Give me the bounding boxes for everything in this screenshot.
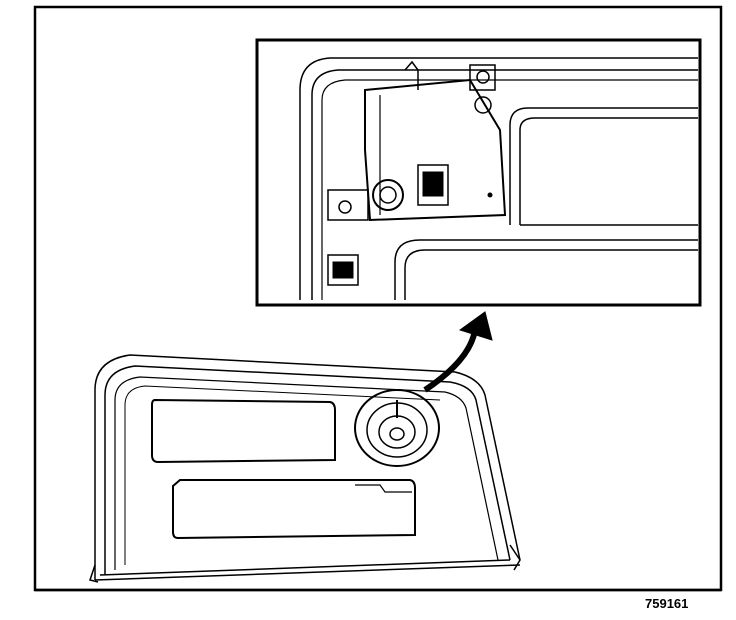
detail-inset: [255, 38, 702, 307]
figure-number: 759161: [645, 596, 689, 611]
arrow-pointer: [423, 311, 493, 393]
instrument-panel-bezel: [89, 354, 521, 583]
outer-frame: [33, 5, 723, 592]
